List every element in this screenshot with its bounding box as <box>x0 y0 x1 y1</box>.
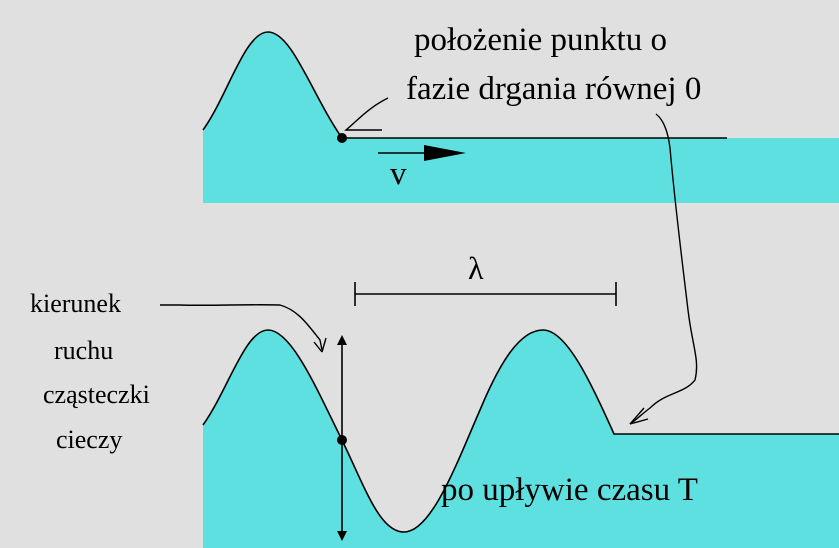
bottom-wave-outline <box>202 329 839 533</box>
wavelength-label: λ <box>468 250 484 286</box>
top-water-surface <box>203 32 839 203</box>
direction-label-line4: cieczy <box>56 425 123 454</box>
direction-label-line3: cząsteczki <box>43 380 150 409</box>
phase-zero-label-line1: położenie punktu o <box>414 22 667 58</box>
top-phase-zero-point <box>337 133 347 143</box>
connector-arrowhead <box>629 407 649 425</box>
bottom-particle-point <box>337 435 347 445</box>
phase-zero-label-line2: fazie drgania równej 0 <box>406 71 702 107</box>
velocity-label: v <box>390 156 407 192</box>
direction-pointer-head <box>313 337 327 353</box>
after-time-label: po upływie czasu T <box>441 472 698 508</box>
direction-label-line1: kierunek <box>30 289 121 318</box>
direction-label-line2: ruchu <box>54 336 114 365</box>
top-wave-outline <box>202 31 727 139</box>
direction-label-pointer <box>160 304 323 351</box>
velocity-arrow-head <box>424 145 466 161</box>
connector-to-bottom-front <box>629 113 698 425</box>
top-point-pointer <box>344 97 389 131</box>
bottom-water-surface <box>203 330 839 548</box>
